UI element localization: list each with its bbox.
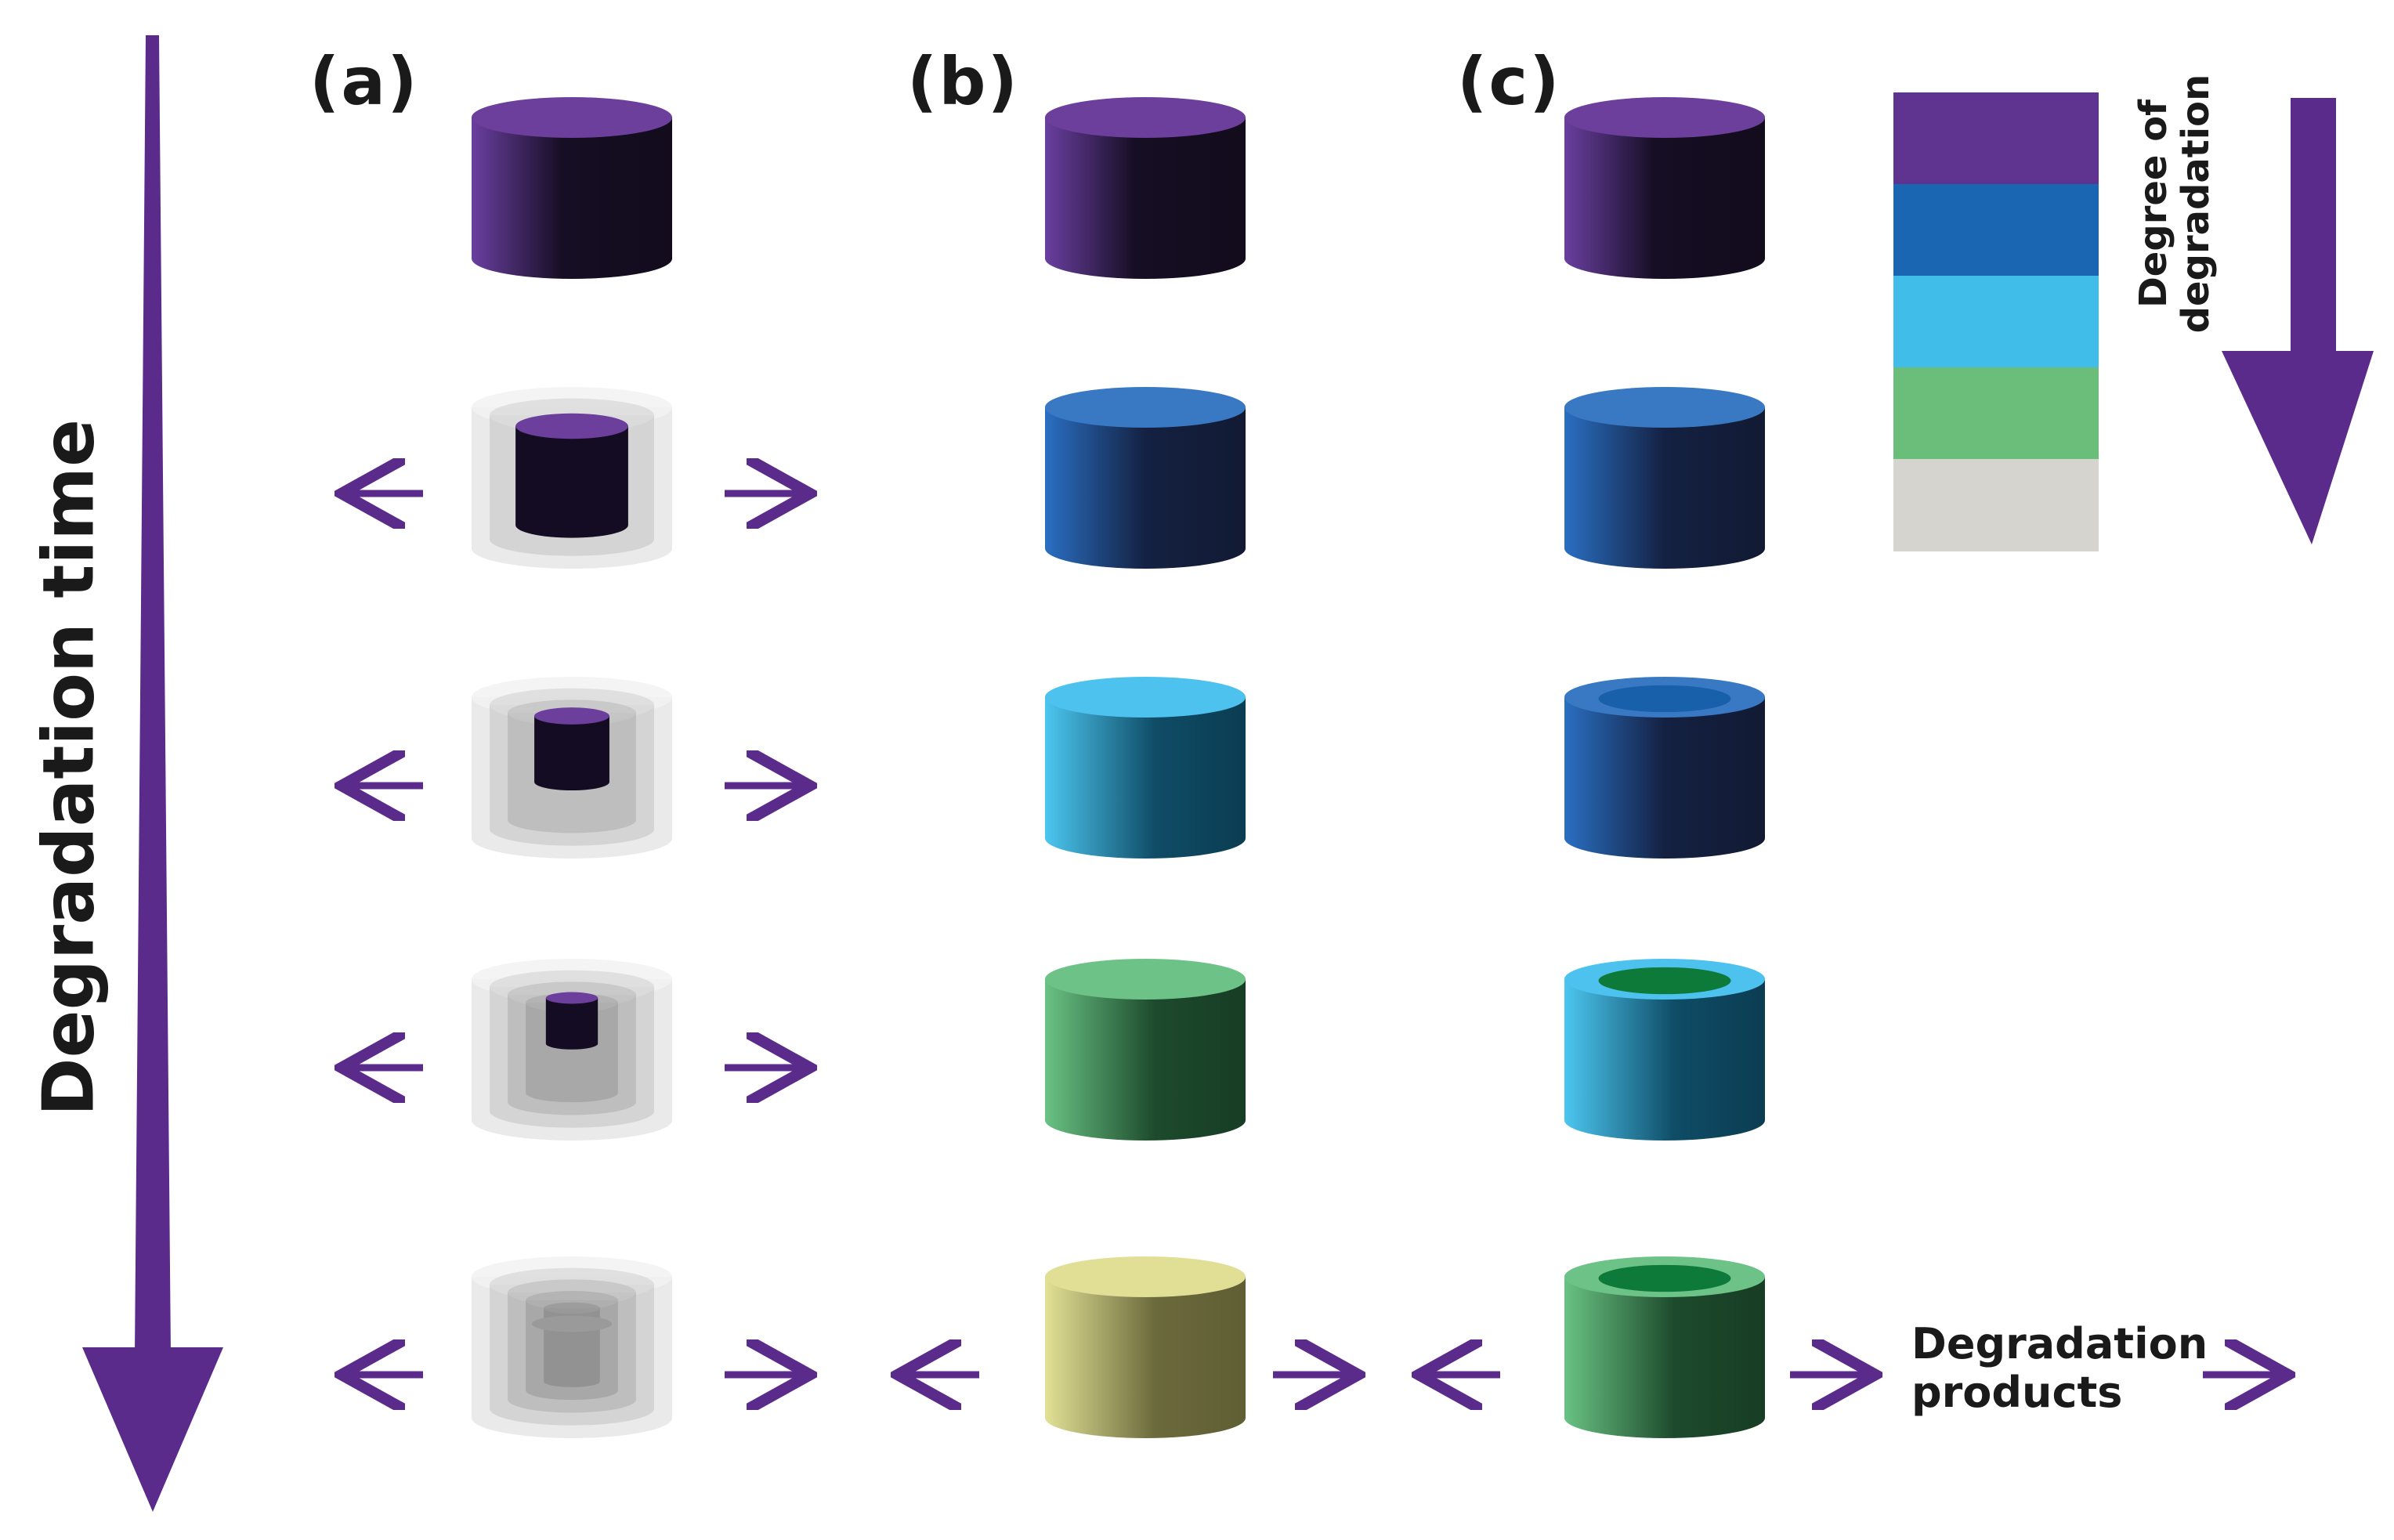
cylinder-a-stage-1 bbox=[472, 97, 672, 279]
degradation-time-label: Degradation time bbox=[27, 418, 110, 1117]
cylinder-a-stage-3 bbox=[472, 677, 672, 859]
cylinder-b-stage-5 bbox=[1045, 1256, 1246, 1438]
cylinder-grid bbox=[472, 97, 1765, 1438]
degree-label-line2: degradation bbox=[2174, 74, 2218, 334]
products-label-line1: Degradation bbox=[1911, 1319, 2208, 1368]
cylinder-c-stage-2 bbox=[1564, 387, 1765, 569]
panel-label-a: (a) bbox=[309, 43, 419, 120]
cylinder-c-stage-1 bbox=[1564, 97, 1765, 279]
degradation-products-label: Degradation products bbox=[1911, 1320, 2208, 1417]
legend-swatch-0 bbox=[1893, 92, 2099, 185]
cylinder-a-stage-5 bbox=[472, 1256, 672, 1438]
degree-arrow bbox=[2222, 98, 2374, 544]
cylinder-a-stage-4 bbox=[472, 959, 672, 1141]
panel-label-b: (b) bbox=[907, 43, 1019, 120]
diffusion-arrows bbox=[349, 493, 2281, 1375]
cylinder-b-stage-4 bbox=[1045, 959, 1246, 1141]
cylinder-c-stage-4 bbox=[1564, 959, 1765, 1141]
legend-swatch-3 bbox=[1893, 367, 2099, 460]
cylinder-a-stage-2 bbox=[472, 387, 672, 569]
degradation-legend-bar bbox=[1893, 92, 2099, 551]
degree-label-line1: Degree of bbox=[2132, 99, 2175, 309]
cylinder-b-stage-3 bbox=[1045, 677, 1246, 859]
legend-swatch-4 bbox=[1893, 459, 2099, 551]
cylinder-b-stage-1 bbox=[1045, 97, 1246, 279]
cylinder-c-stage-5 bbox=[1564, 1256, 1765, 1438]
panel-label-c: (c) bbox=[1457, 43, 1561, 120]
legend-swatch-2 bbox=[1893, 276, 2099, 368]
time-arrow bbox=[82, 35, 223, 1512]
legend-swatch-1 bbox=[1893, 184, 2099, 277]
cylinder-b-stage-2 bbox=[1045, 387, 1246, 569]
degree-of-degradation-label: Degree of degradation bbox=[2132, 74, 2218, 334]
cylinder-c-stage-3 bbox=[1564, 677, 1765, 859]
products-label-line2: products bbox=[1911, 1368, 2123, 1417]
